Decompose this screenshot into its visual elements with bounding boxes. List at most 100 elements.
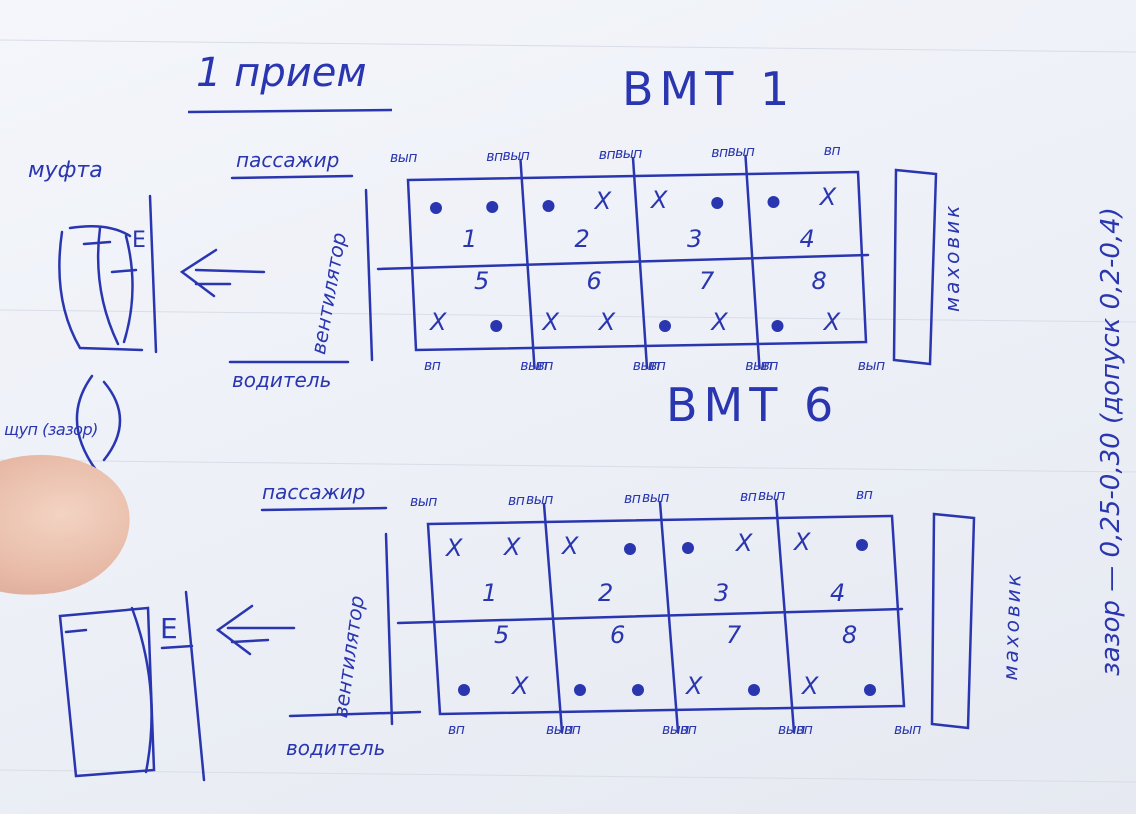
diagram1-valve-top: вп	[823, 143, 841, 159]
diagram1-valve-bottom: вп	[649, 358, 666, 374]
diagram1-exhaust-x: X	[823, 308, 841, 336]
diagram1-valve-top: вып	[390, 150, 417, 166]
diagram1-intake-dot	[486, 201, 499, 213]
diagram1-exhaust-x: X	[542, 308, 559, 336]
diagram2-intake-dot	[632, 684, 644, 696]
diagram2-exhaust-x: X	[802, 672, 819, 700]
diagram2-valve-top: вып	[642, 490, 669, 506]
diagram2-side-bottom: водитель	[286, 736, 386, 760]
diagram1-exhaust-x: X	[594, 187, 612, 215]
diagram2-exhaust-x: X	[446, 534, 463, 562]
diagram2-valve-top: вп	[856, 487, 873, 503]
diagram1-valve-top: вп	[598, 147, 616, 163]
diagram2-valve-bottom: вп	[796, 722, 813, 738]
diagram2-valve-bottom: вп	[448, 722, 465, 738]
diagram1-exhaust-x: X	[651, 186, 668, 214]
diagram2-intake-dot	[682, 542, 694, 554]
diagram2-cylinder-top: 3	[714, 579, 730, 607]
diagram2-exhaust-x: X	[686, 672, 703, 700]
diagram2-title: ВМТ 6	[666, 378, 840, 432]
diagram1-cylinder-bottom: 8	[811, 267, 827, 295]
diagram2-exhaust-x: X	[794, 528, 811, 556]
diagram2-valve-top: вып	[410, 494, 437, 510]
diagram1-valve-bottom: вп	[424, 358, 441, 374]
diagram2-intake-dot	[574, 684, 586, 696]
diagram1-divider	[631, 156, 649, 370]
diagram2-valve-bottom: вп	[680, 722, 697, 738]
diagram1-intake-dot	[771, 320, 784, 332]
diagram2-cylinder-bottom: 7	[726, 621, 742, 649]
diagram2-divider	[542, 502, 564, 734]
diagram1-cylinder-top: 2	[574, 225, 590, 253]
diagram1-intake-dot	[767, 196, 780, 208]
diagram1-cylinder-top: 1	[462, 225, 478, 253]
diagram1-cylinder-bottom: 5	[474, 267, 490, 295]
diagram1-valve-top: вып	[615, 146, 642, 162]
diagram2-intake-dot	[856, 539, 868, 551]
diagram1-intake-dot	[711, 197, 724, 209]
diagram2-exhaust-x: X	[512, 672, 529, 700]
diagram2-divider	[774, 498, 796, 734]
feeler-label: щуп (зазор)	[4, 420, 98, 439]
diagram2-valve-top: вып	[526, 492, 553, 508]
diagram2-cylinder-top: 2	[598, 579, 614, 607]
diagram1-valve-top: вп	[711, 145, 728, 161]
diagram1-valve-top: вып	[727, 144, 755, 160]
diagram1-valve-bottom: вып	[520, 358, 548, 374]
diagram2-crank-line	[396, 607, 904, 625]
diagram1-crank-line	[376, 253, 870, 271]
diagram2-fan-bar	[384, 532, 394, 726]
diagram1-valve-top: вып	[502, 148, 530, 164]
diagram2-cylinder-bottom: 8	[842, 621, 858, 649]
diagram2-divider	[658, 500, 680, 734]
diagram2-valve-bottom: вып	[894, 722, 921, 738]
diagram2-valve-bottom: вып	[778, 722, 805, 738]
diagram1-valve-top: вп	[486, 149, 503, 165]
diagram1-cylinder-bottom: 7	[699, 267, 715, 295]
diagram2-valve-bottom: вп	[564, 722, 581, 738]
diagram2-intake-dot	[748, 684, 760, 696]
diagram1-frame	[406, 170, 868, 352]
diagram1-intake-dot	[490, 320, 503, 332]
diagram2-valve-bottom: вып	[662, 722, 689, 738]
diagram2-flywheel	[930, 512, 976, 730]
diagram1-cylinder-top: 4	[799, 225, 815, 253]
diagram1-intake-dot	[430, 202, 442, 214]
diagram2-cylinder-bottom: 6	[610, 621, 626, 649]
diagram2-exhaust-x: X	[736, 529, 753, 557]
diagram1-fan-bar	[364, 188, 374, 362]
diagram2-valve-top: вып	[758, 488, 785, 504]
diagram1-exhaust-x: X	[819, 183, 837, 211]
diagram1-intake-dot	[659, 320, 671, 332]
diagram1-valve-bottom: вып	[857, 358, 885, 374]
diagram1-valve-bottom: вп	[536, 358, 554, 374]
diagram2-cylinder-top: 4	[830, 579, 846, 607]
diagram1-intake-dot	[542, 200, 555, 212]
diagram2-valve-bottom: вып	[546, 722, 573, 738]
diagram1-divider	[744, 154, 761, 370]
diagram2-intake-dot	[624, 543, 636, 555]
diagram1-title: ВМТ 1	[622, 62, 796, 116]
diagram1-exhaust-x: X	[430, 308, 447, 336]
diagram1-cylinder-bottom: 6	[586, 267, 602, 295]
diagram2-intake-dot	[864, 684, 876, 696]
diagram2-side-top: пассажир	[262, 480, 366, 504]
diagram2-frame	[426, 514, 906, 716]
sketch1-marker: E	[132, 228, 146, 253]
diagram1-valve-bottom: вып	[745, 358, 773, 374]
diagram2-cylinder-bottom: 5	[494, 621, 510, 649]
diagram1-valve-bottom: вып	[632, 358, 660, 374]
sketch2-marker: E	[160, 612, 178, 645]
diagram1-divider	[519, 158, 536, 370]
diagram2-exhaust-x: X	[504, 533, 521, 561]
diagram2-cylinder-top: 1	[482, 579, 498, 607]
diagram1-side-top: пассажир	[236, 148, 340, 172]
diagram2-valve-top: вп	[624, 491, 641, 507]
diagram2-exhaust-x: X	[562, 532, 579, 560]
diagram1-flywheel	[892, 168, 938, 366]
